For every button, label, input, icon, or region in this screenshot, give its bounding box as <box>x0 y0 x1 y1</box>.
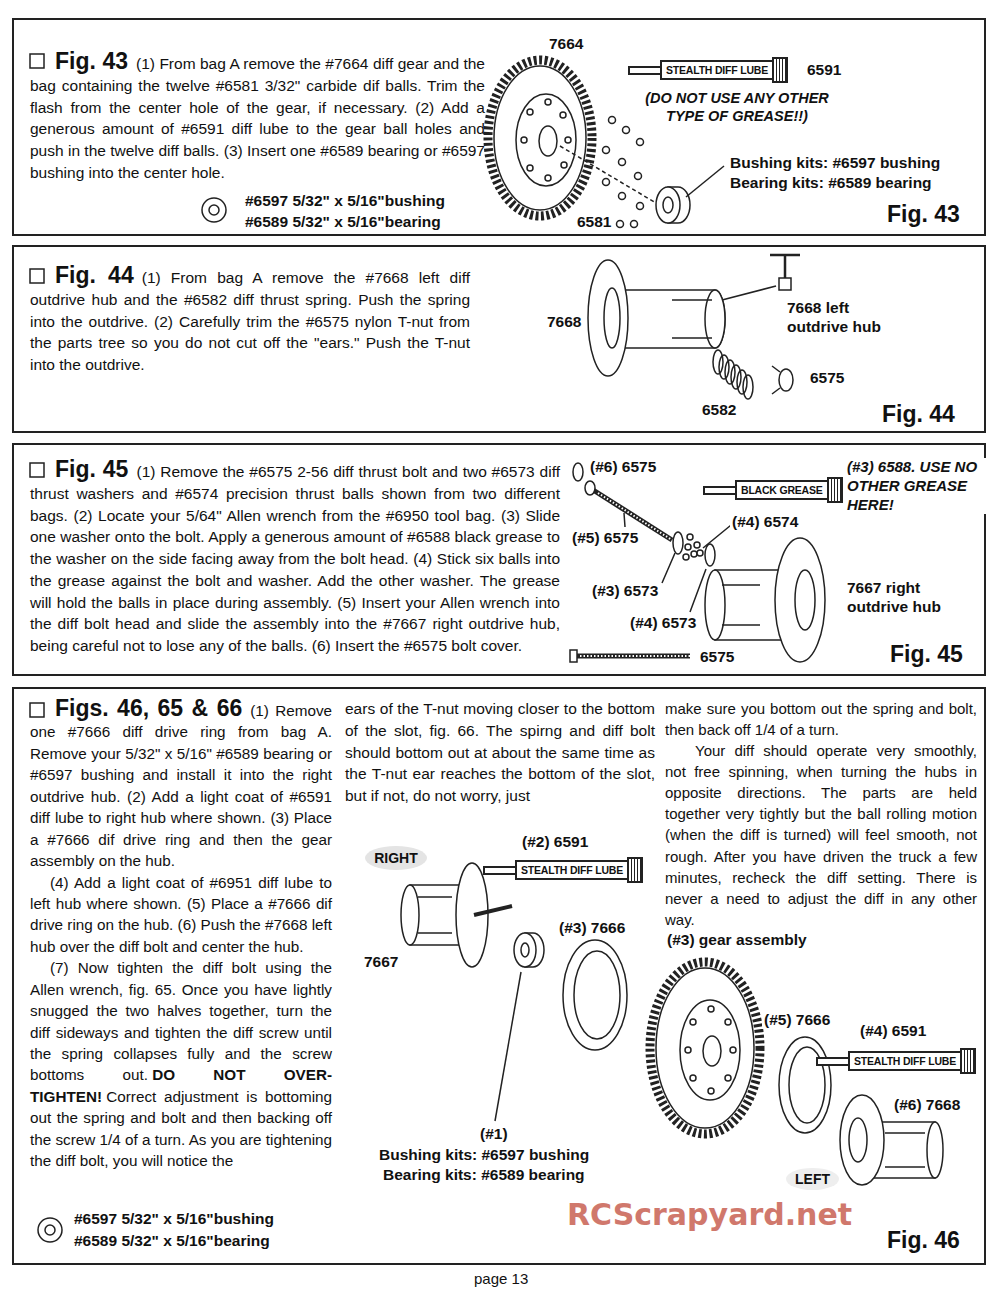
part-label: Bushing kits: #6597 bushing <box>377 1145 591 1164</box>
step-panel: Fig. 43(1) From bag A remove the #7664 d… <box>12 18 986 236</box>
part-label: Bushing kits: #6597 bushing <box>728 153 942 172</box>
part-label: 7667 right outdrive hub <box>845 578 964 617</box>
text-column: Fig. 44(1) From bag A remove the #7668 l… <box>30 265 470 376</box>
part-label: 6575 <box>698 647 736 666</box>
step-heading: Fig. 45 <box>55 456 128 482</box>
step-heading: Figs. 46, 65 & 66 <box>55 695 242 721</box>
text-column: Fig. 43(1) From bag A remove the #7664 d… <box>30 51 485 184</box>
part-label: 7668 <box>545 312 583 331</box>
part-label: Bearing kits: #6589 bearing <box>728 173 934 192</box>
part-label: 6581 <box>575 212 613 231</box>
instruction-text: (7) Now tighten the diff bolt using the … <box>30 959 332 1083</box>
step-heading: Fig. 44 <box>55 262 134 288</box>
tube-text: STEALTH DIFF LUBE <box>521 864 623 876</box>
part-label: 7668 left outdrive hub <box>785 298 899 337</box>
tag-text: RIGHT <box>374 850 418 866</box>
tag-text: LEFT <box>795 1171 830 1187</box>
part-label: (#2) 6591 <box>520 832 590 851</box>
paragraph: Figs. 46, 65 & 66(1) Remove one #7666 di… <box>30 698 332 872</box>
paragraph: Fig. 45(1) Remove the #6575 2-56 diff th… <box>30 459 560 657</box>
watermark: RCScrapyard.net <box>565 1196 854 1234</box>
part-label: 6575 <box>808 368 846 387</box>
side-tag: LEFT <box>786 1168 839 1190</box>
part-label: (#4) 6573 <box>628 613 698 632</box>
paragraph: Fig. 44(1) From bag A remove the #7668 l… <box>30 265 470 376</box>
part-label: 7667 <box>362 952 400 971</box>
tube-text: BLACK GREASE <box>741 484 823 496</box>
part-label: (#3) 6573 <box>590 581 660 600</box>
instruction-text: ears of the T-nut moving closer to the b… <box>345 700 655 804</box>
part-label: 7664 <box>547 34 585 53</box>
warning-note: (DO NOT USE ANY OTHER TYPE OF GREASE!!) <box>640 89 834 125</box>
part-label: #6597 5/32" x 5/16"bushing <box>243 191 447 210</box>
part-label: #6589 5/32" x 5/16"bearing <box>243 212 443 231</box>
warning-note: (#3) 6588. USE NO OTHER GREASE HERE! <box>845 458 989 514</box>
paragraph: make sure you bottom out the spring and … <box>665 698 977 740</box>
lube-tube-label: STEALTH DIFF LUBE <box>848 1051 962 1071</box>
part-label: (#3) gear assembly <box>665 930 809 949</box>
lube-tube-label: STEALTH DIFF LUBE <box>515 860 629 880</box>
part-label: (#5) 7666 <box>762 1010 832 1029</box>
figure-number: Fig. 43 <box>885 200 962 229</box>
figure-number: Fig. 44 <box>880 400 957 429</box>
part-label: (#6) 7668 <box>892 1095 962 1114</box>
tube-text: STEALTH DIFF LUBE <box>854 1055 956 1067</box>
step-heading: Fig. 43 <box>55 48 128 74</box>
instruction-text: Your diff should operate very smoothly, … <box>665 742 977 928</box>
part-label: (#1) <box>478 1124 510 1143</box>
part-label: (#6) 6575 <box>588 457 658 476</box>
side-tag: RIGHT <box>365 846 427 870</box>
text-column: make sure you bottom out the spring and … <box>665 698 977 930</box>
lube-tube-label: STEALTH DIFF LUBE <box>660 60 774 80</box>
part-label: Bearing kits: #6589 bearing <box>381 1165 587 1184</box>
paragraph: Fig. 43(1) From bag A remove the #7664 d… <box>30 51 485 184</box>
part-label: (#3) 7666 <box>557 918 627 937</box>
instruction-text: (4) Add a light coat of #6951 diff lube … <box>30 874 332 955</box>
step-panel: Fig. 44(1) From bag A remove the #7668 l… <box>12 245 986 433</box>
part-label: (#5) 6575 <box>570 528 640 547</box>
tube-text: STEALTH DIFF LUBE <box>666 64 768 76</box>
instruction-text: (1) Remove the #6575 2-56 diff thrust bo… <box>30 463 560 654</box>
instruction-text: (1) Remove one #7666 diff drive ring fro… <box>30 702 332 869</box>
instruction-text: make sure you bottom out the spring and … <box>665 700 977 738</box>
text-column: ears of the T-nut moving closer to the b… <box>345 698 655 807</box>
paragraph: Your diff should operate very smoothly, … <box>665 740 977 930</box>
page-number: page 13 <box>472 1270 530 1289</box>
part-label: (#4) 6574 <box>730 512 800 531</box>
text-column: Fig. 45(1) Remove the #6575 2-56 diff th… <box>30 459 560 657</box>
step-panel: Fig. 45(1) Remove the #6575 2-56 diff th… <box>12 443 986 676</box>
text-column: Figs. 46, 65 & 66(1) Remove one #7666 di… <box>30 698 332 1172</box>
part-label: #6589 5/32" x 5/16"bearing <box>72 1231 272 1250</box>
part-label: 6591 <box>805 60 843 79</box>
lube-tube-label: BLACK GREASE <box>735 480 829 500</box>
paragraph: (7) Now tighten the diff bolt using the … <box>30 957 332 1171</box>
figure-number: Fig. 45 <box>888 640 965 669</box>
paragraph: (4) Add a light coat of #6951 diff lube … <box>30 872 332 958</box>
part-label: 6582 <box>700 400 738 419</box>
part-label: #6597 5/32" x 5/16"bushing <box>72 1209 276 1228</box>
part-label: (#4) 6591 <box>858 1021 928 1040</box>
figure-number: Fig. 46 <box>885 1226 962 1255</box>
paragraph: ears of the T-nut moving closer to the b… <box>345 698 655 807</box>
